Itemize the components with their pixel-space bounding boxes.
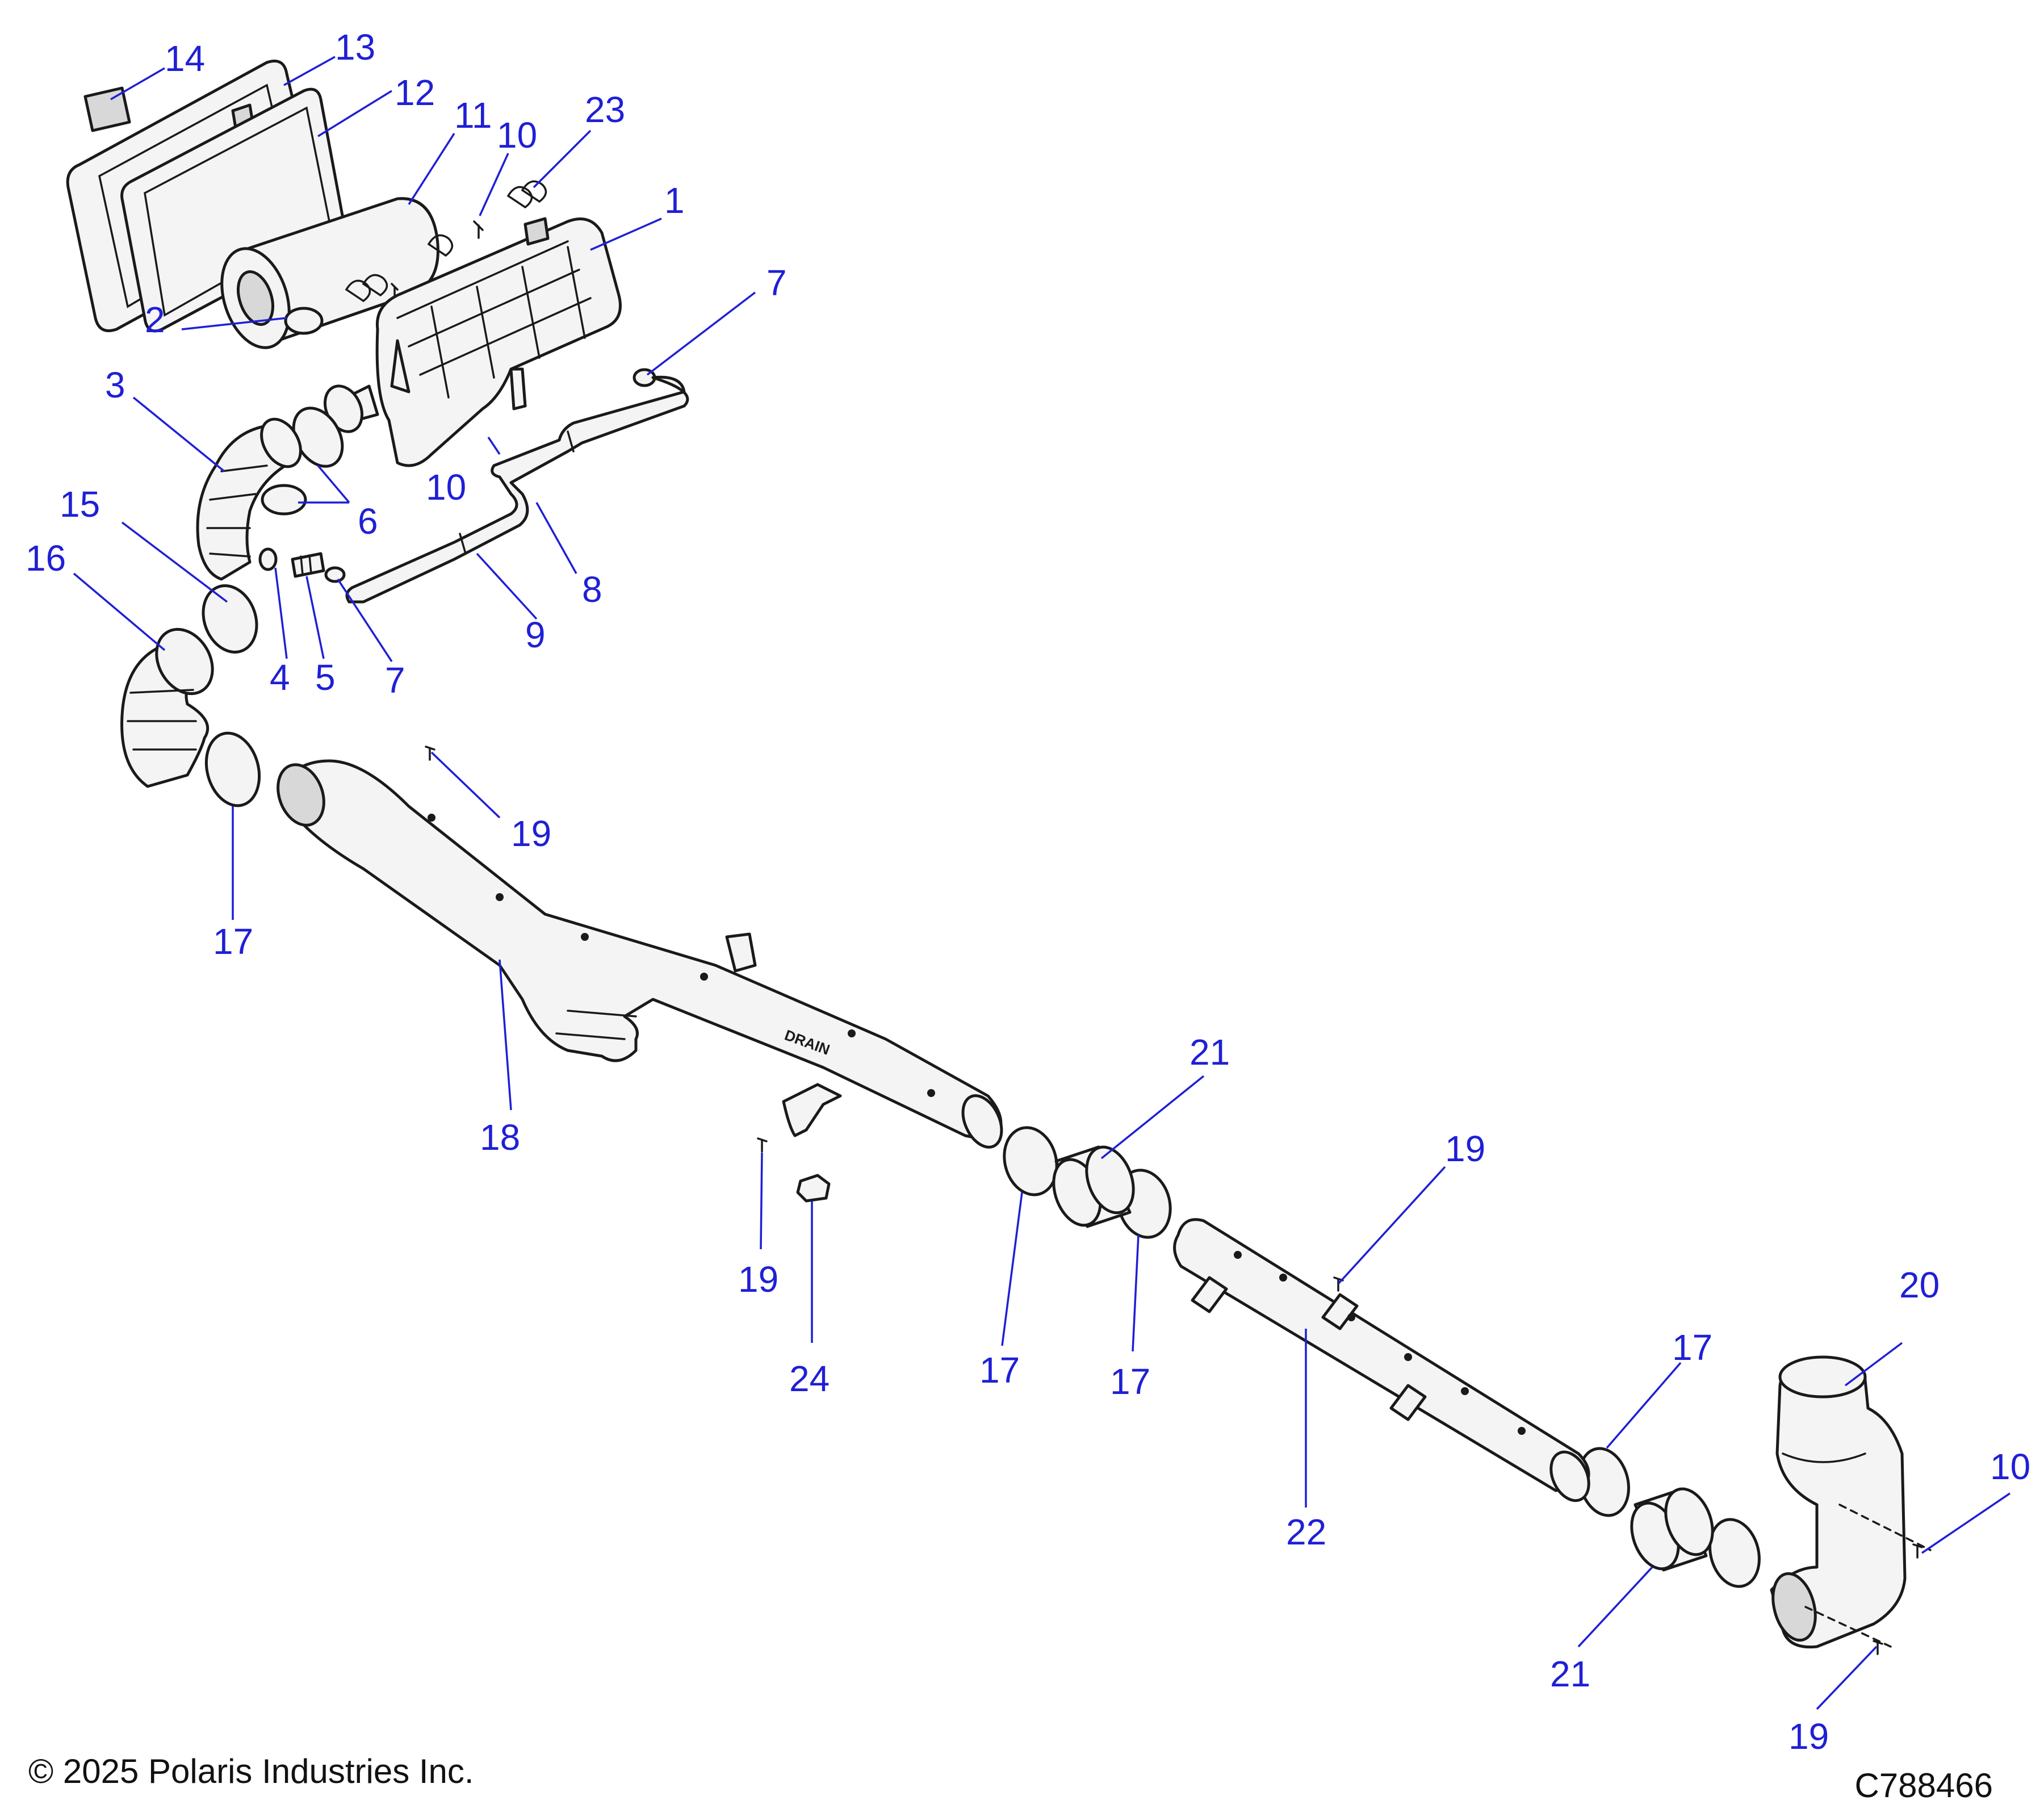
callout-14: 14 [165, 38, 205, 79]
leader-lines [73, 56, 2011, 1710]
part-3-elbow-duct [196, 417, 302, 581]
copyright-text: © 2025 Polaris Industries Inc. [28, 1752, 474, 1790]
callout-1: 1 [664, 180, 685, 221]
callout-24: 24 [789, 1358, 830, 1399]
part-4-grommet [258, 547, 278, 571]
callout-10-right: 10 [1990, 1446, 2030, 1487]
part-15-clamp [202, 584, 258, 654]
part-17-clamp-e [1708, 1518, 1761, 1588]
callout-17-b: 17 [979, 1350, 1020, 1391]
callout-5: 5 [315, 657, 336, 698]
part-7-small-clamp [324, 566, 346, 583]
part-10-pins [391, 220, 484, 299]
callout-17-d: 17 [1672, 1327, 1712, 1368]
callout-9: 9 [525, 614, 546, 655]
callout-23: 23 [585, 89, 625, 130]
callout-7-top: 7 [767, 262, 787, 303]
part-20-tailpipe [1770, 1355, 1932, 1649]
part-16-corrugated-duct [120, 627, 214, 788]
callout-19-a: 19 [511, 813, 551, 854]
callout-19-b: 19 [1445, 1128, 1485, 1169]
callout-3: 3 [105, 365, 125, 405]
callout-11: 11 [454, 95, 492, 136]
callout-19-c: 19 [738, 1259, 778, 1300]
part-5-connector [291, 552, 325, 578]
part-2-cap [284, 307, 324, 335]
callout-8: 8 [582, 569, 602, 610]
part-21-coupler-b [1630, 1487, 1714, 1572]
part-17-clamp-a [204, 731, 261, 807]
callout-6: 6 [358, 501, 378, 542]
callout-12: 12 [395, 72, 435, 113]
part-14-decal [83, 86, 131, 132]
callout-10-mid: 10 [426, 467, 466, 508]
part-1-airbox [324, 217, 622, 467]
callout-18: 18 [480, 1117, 520, 1158]
part-22-mid-pipe [1173, 1218, 1590, 1502]
part-24-nut [796, 1174, 831, 1203]
part-21-coupler-a [1052, 1145, 1135, 1228]
callout-17-c: 17 [1110, 1361, 1150, 1402]
callout-20: 20 [1899, 1265, 1940, 1305]
part-6-clamps [261, 407, 344, 516]
callout-17-a: 17 [213, 921, 253, 962]
callout-2: 2 [145, 299, 165, 340]
callout-15: 15 [60, 484, 100, 525]
part-23-clips [345, 180, 547, 303]
part-18-head-pipe: DRAIN [277, 759, 1003, 1149]
callout-10-top: 10 [497, 115, 537, 156]
figure-id: C788466 [1854, 1766, 1993, 1805]
callout-21-a: 21 [1189, 1032, 1230, 1073]
callout-19-d: 19 [1789, 1716, 1829, 1757]
callout-labels: 14 13 12 11 10 23 1 7 2 3 6 10 15 16 8 4… [26, 27, 2030, 1757]
callout-21-b: 21 [1550, 1653, 1590, 1694]
callout-13: 13 [335, 27, 375, 68]
part-17-clamp-b [1003, 1126, 1058, 1196]
callout-22: 22 [1286, 1512, 1326, 1552]
callout-7-low: 7 [385, 660, 405, 701]
part-8-breather-hose [345, 375, 689, 604]
callout-4: 4 [270, 657, 290, 698]
callout-16: 16 [26, 538, 66, 579]
